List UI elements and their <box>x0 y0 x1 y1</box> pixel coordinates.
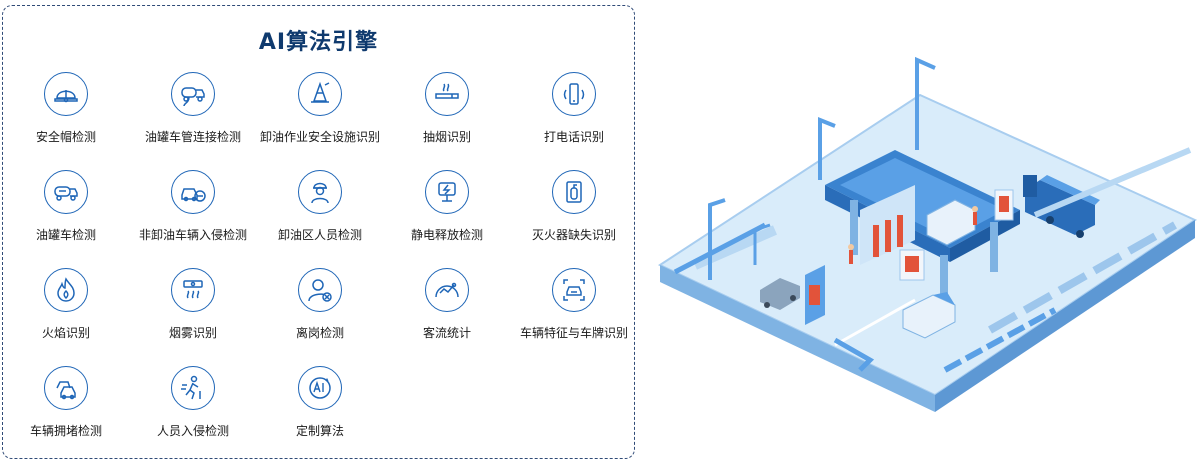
algo-label: 油罐车管连接检测 <box>144 130 241 144</box>
tanker-hose-icon <box>171 72 215 116</box>
algo-label: 油罐车检测 <box>35 228 96 242</box>
algo-label: 非卸油车辆入侵检测 <box>138 228 247 242</box>
panel-title: AI算法引擎 <box>258 30 379 55</box>
static-discharge-icon <box>425 170 469 214</box>
algo-label: 离岗检测 <box>295 326 344 340</box>
algo-item-flame[interactable]: 火焰识别 <box>3 268 129 341</box>
tanker-truck-icon <box>44 170 88 214</box>
algo-item-worker[interactable]: 卸油区人员检测 <box>257 170 383 243</box>
algo-item-safety-facility[interactable]: 卸油作业安全设施识别 <box>257 72 383 145</box>
algo-item-helmet[interactable]: 安全帽检测 <box>3 72 129 145</box>
ai-custom-icon <box>298 366 342 410</box>
algo-label: 卸油作业安全设施识别 <box>259 130 380 144</box>
license-plate-icon <box>552 268 596 312</box>
helmet-icon <box>44 72 88 116</box>
extinguisher-icon <box>552 170 596 214</box>
algo-label: 人员入侵检测 <box>156 424 229 438</box>
algo-item-flow[interactable]: 客流统计 <box>384 268 510 341</box>
algorithm-panel: AI算法引擎 安全帽检测 油罐车管连接检测 卸油作业安全设施识别 抽烟识别 <box>2 5 635 459</box>
intrusion-icon <box>171 366 215 410</box>
algo-label: 车辆拥堵检测 <box>29 424 102 438</box>
algo-label: 灭火器缺失识别 <box>531 228 616 242</box>
algo-item-jam[interactable]: 车辆拥堵检测 <box>3 366 129 439</box>
person-absent-icon <box>298 268 342 312</box>
traffic-jam-icon <box>44 366 88 410</box>
algo-item-extinguisher[interactable]: 灭火器缺失识别 <box>511 170 637 243</box>
algo-item-phone[interactable]: 打电话识别 <box>511 72 637 145</box>
algo-item-plate[interactable]: 车辆特征与车牌识别 <box>511 268 637 341</box>
algo-label: 火焰识别 <box>41 326 90 340</box>
algo-label: 打电话识别 <box>543 130 604 144</box>
algo-label: 静电释放检测 <box>410 228 483 242</box>
algo-item-smoking[interactable]: 抽烟识别 <box>384 72 510 145</box>
algo-item-smoke[interactable]: 烟雾识别 <box>130 268 256 341</box>
worker-icon <box>298 170 342 214</box>
algo-label: 烟雾识别 <box>168 326 217 340</box>
algo-label: 客流统计 <box>422 326 471 340</box>
car-forbidden-icon <box>171 170 215 214</box>
gas-station-illustration <box>657 56 1198 412</box>
phone-icon <box>552 72 596 116</box>
algo-label: 卸油区人员检测 <box>277 228 362 242</box>
algo-label: 定制算法 <box>295 424 344 438</box>
algo-item-tanker-hose[interactable]: 油罐车管连接检测 <box>130 72 256 145</box>
algo-item-tanker[interactable]: 油罐车检测 <box>3 170 129 243</box>
algo-label: 车辆特征与车牌识别 <box>519 326 628 340</box>
algo-item-absence[interactable]: 离岗检测 <box>257 268 383 341</box>
algo-item-static[interactable]: 静电释放检测 <box>384 170 510 243</box>
flame-icon <box>44 268 88 312</box>
algo-label: 安全帽检测 <box>35 130 96 144</box>
algo-item-car-intrusion[interactable]: 非卸油车辆入侵检测 <box>130 170 256 243</box>
traffic-cone-icon <box>298 72 342 116</box>
cigarette-icon <box>425 72 469 116</box>
algo-item-custom[interactable]: 定制算法 <box>257 366 383 439</box>
flow-stats-icon <box>425 268 469 312</box>
smoke-icon <box>171 268 215 312</box>
algo-label: 抽烟识别 <box>422 130 471 144</box>
algo-item-intrusion[interactable]: 人员入侵检测 <box>130 366 256 439</box>
